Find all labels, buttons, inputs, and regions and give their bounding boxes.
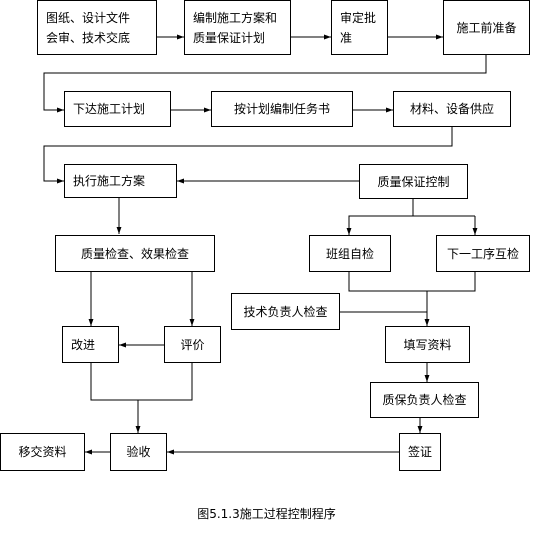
node-tech-check: 技术负责人检查 <box>231 293 340 330</box>
arrow-supply-to-execute <box>43 127 453 184</box>
node-sign: 签证 <box>399 433 441 471</box>
node-drawing-review-line1: 图纸、设计文件 <box>46 10 131 25</box>
node-prepare-label: 施工前准备 <box>456 20 517 35</box>
node-handover: 移交资料 <box>0 433 85 471</box>
node-issue-plan: 下达施工计划 <box>64 91 171 127</box>
node-qa-head-check-label: 质保负责人检查 <box>382 393 467 407</box>
node-execute-label: 执行施工方案 <box>73 174 146 188</box>
node-compile-plan-line2: 质量保证计划 <box>193 30 266 45</box>
node-fill-data: 填写资料 <box>385 326 470 363</box>
figure-caption: 图5.1.3施工过程控制程序 <box>197 507 336 521</box>
node-prepare: 施工前准备 <box>443 0 530 55</box>
node-team-check: 班组自检 <box>309 235 391 272</box>
node-approve: 审定批准 <box>331 0 388 55</box>
node-inspect-label: 质量检查、效果检查 <box>80 246 189 261</box>
node-inspect: 质量检查、效果检查 <box>55 235 215 272</box>
node-compile-plan-line1: 编制施工方案和 <box>193 10 278 25</box>
node-fill-data-label: 填写资料 <box>403 337 452 352</box>
node-supply: 材料、设备供应 <box>393 91 511 127</box>
node-issue-plan-label: 下达施工计划 <box>73 102 146 116</box>
node-accept-label: 验收 <box>126 445 151 459</box>
arrow-prepare-to-issue <box>43 55 487 113</box>
node-evaluate-label: 评价 <box>180 337 205 352</box>
node-qa-control-label: 质量保证控制 <box>377 174 450 189</box>
link-improve-evaluate-merge <box>90 363 193 401</box>
node-mutual-check: 下一工序互检 <box>436 235 530 272</box>
node-supply-label: 材料、设备供应 <box>409 102 494 116</box>
node-improve-label: 改进 <box>71 337 96 352</box>
node-mutual-check-label: 下一工序互检 <box>446 246 519 261</box>
node-drawing-review-line2: 会审、技术交底 <box>46 30 131 45</box>
node-accept: 验收 <box>110 433 167 471</box>
node-task-book: 按计划编制任务书 <box>211 91 353 127</box>
node-team-check-label: 班组自检 <box>325 246 374 261</box>
node-drawing-review: 图纸、设计文件 会审、技术交底 <box>37 0 157 55</box>
node-qa-control: 质量保证控制 <box>359 164 468 199</box>
node-execute: 执行施工方案 <box>64 164 177 198</box>
node-handover-label: 移交资料 <box>18 445 67 459</box>
node-evaluate: 评价 <box>164 326 221 363</box>
node-improve: 改进 <box>62 326 119 363</box>
node-tech-check-label: 技术负责人检查 <box>243 304 328 319</box>
arrow-qa-to-checks <box>346 199 414 235</box>
node-qa-head-check: 质保负责人检查 <box>370 382 479 418</box>
node-compile-plan: 编制施工方案和 质量保证计划 <box>184 0 291 55</box>
node-approve-label: 审定批准 <box>340 10 377 45</box>
node-task-book-label: 按计划编制任务书 <box>233 102 330 116</box>
node-sign-label: 签证 <box>407 445 432 459</box>
link-checks-merge <box>348 272 476 292</box>
